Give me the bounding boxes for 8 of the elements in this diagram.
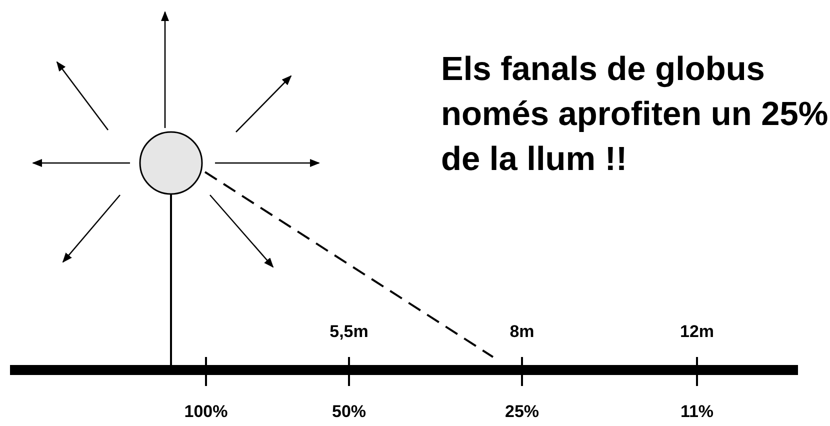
title: Els fanals de globus només aprofiten un 25% de la llum !! — [441, 50, 829, 180]
percentage-label: 50% — [332, 402, 366, 422]
distance-label: 5,5m — [330, 322, 368, 342]
distance-label: 12m — [680, 322, 714, 342]
percentage-label: 100% — [184, 402, 228, 422]
percentage-label: 25% — [504, 402, 540, 422]
distance-label: 8m — [510, 322, 534, 342]
percentage-label: 11% — [680, 402, 714, 422]
